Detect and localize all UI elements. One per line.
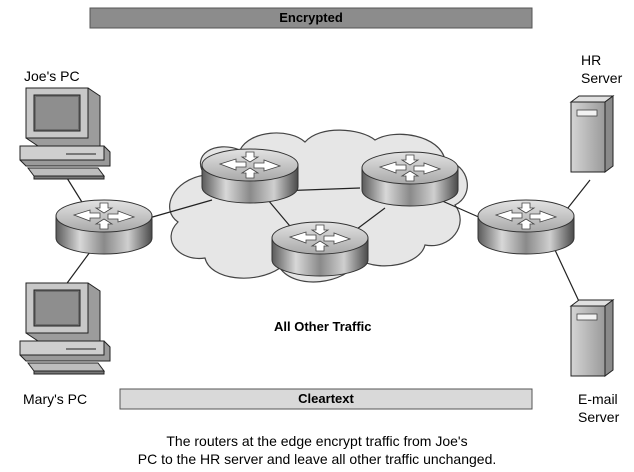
marys-pc-icon: [19, 282, 111, 375]
hr-server-icon: [570, 95, 614, 173]
joes-pc-label: Joe's PC: [24, 68, 80, 84]
hr-server-label-line2: Server: [581, 70, 623, 86]
cleartext-label: Cleartext: [298, 391, 354, 406]
joes-pc-icon: [19, 87, 111, 180]
cloud-label: All Other Traffic: [274, 319, 372, 334]
encrypted-label: Encrypted: [279, 10, 343, 25]
caption-line-2: PC to the HR server and leave all other …: [137, 451, 497, 467]
cloud-router-3-icon: [271, 221, 369, 277]
caption-line-1: The routers at the edge encrypt traffic …: [166, 433, 468, 449]
encrypted-bar: [89, 7, 533, 29]
cleartext-bar: [119, 388, 533, 410]
edge-router-right-icon: [477, 199, 575, 255]
email-server-label-line1: E-mail: [578, 391, 618, 407]
edge-router-left-icon: [55, 199, 153, 255]
cloud-router-2-icon: [361, 151, 459, 207]
marys-pc-label: Mary's PC: [23, 391, 88, 407]
email-server-icon: [570, 299, 614, 377]
hr-server-label-line1: HR: [581, 52, 602, 68]
email-server-label-line2: Server: [578, 409, 620, 425]
cloud-router-1-icon: [201, 148, 299, 204]
